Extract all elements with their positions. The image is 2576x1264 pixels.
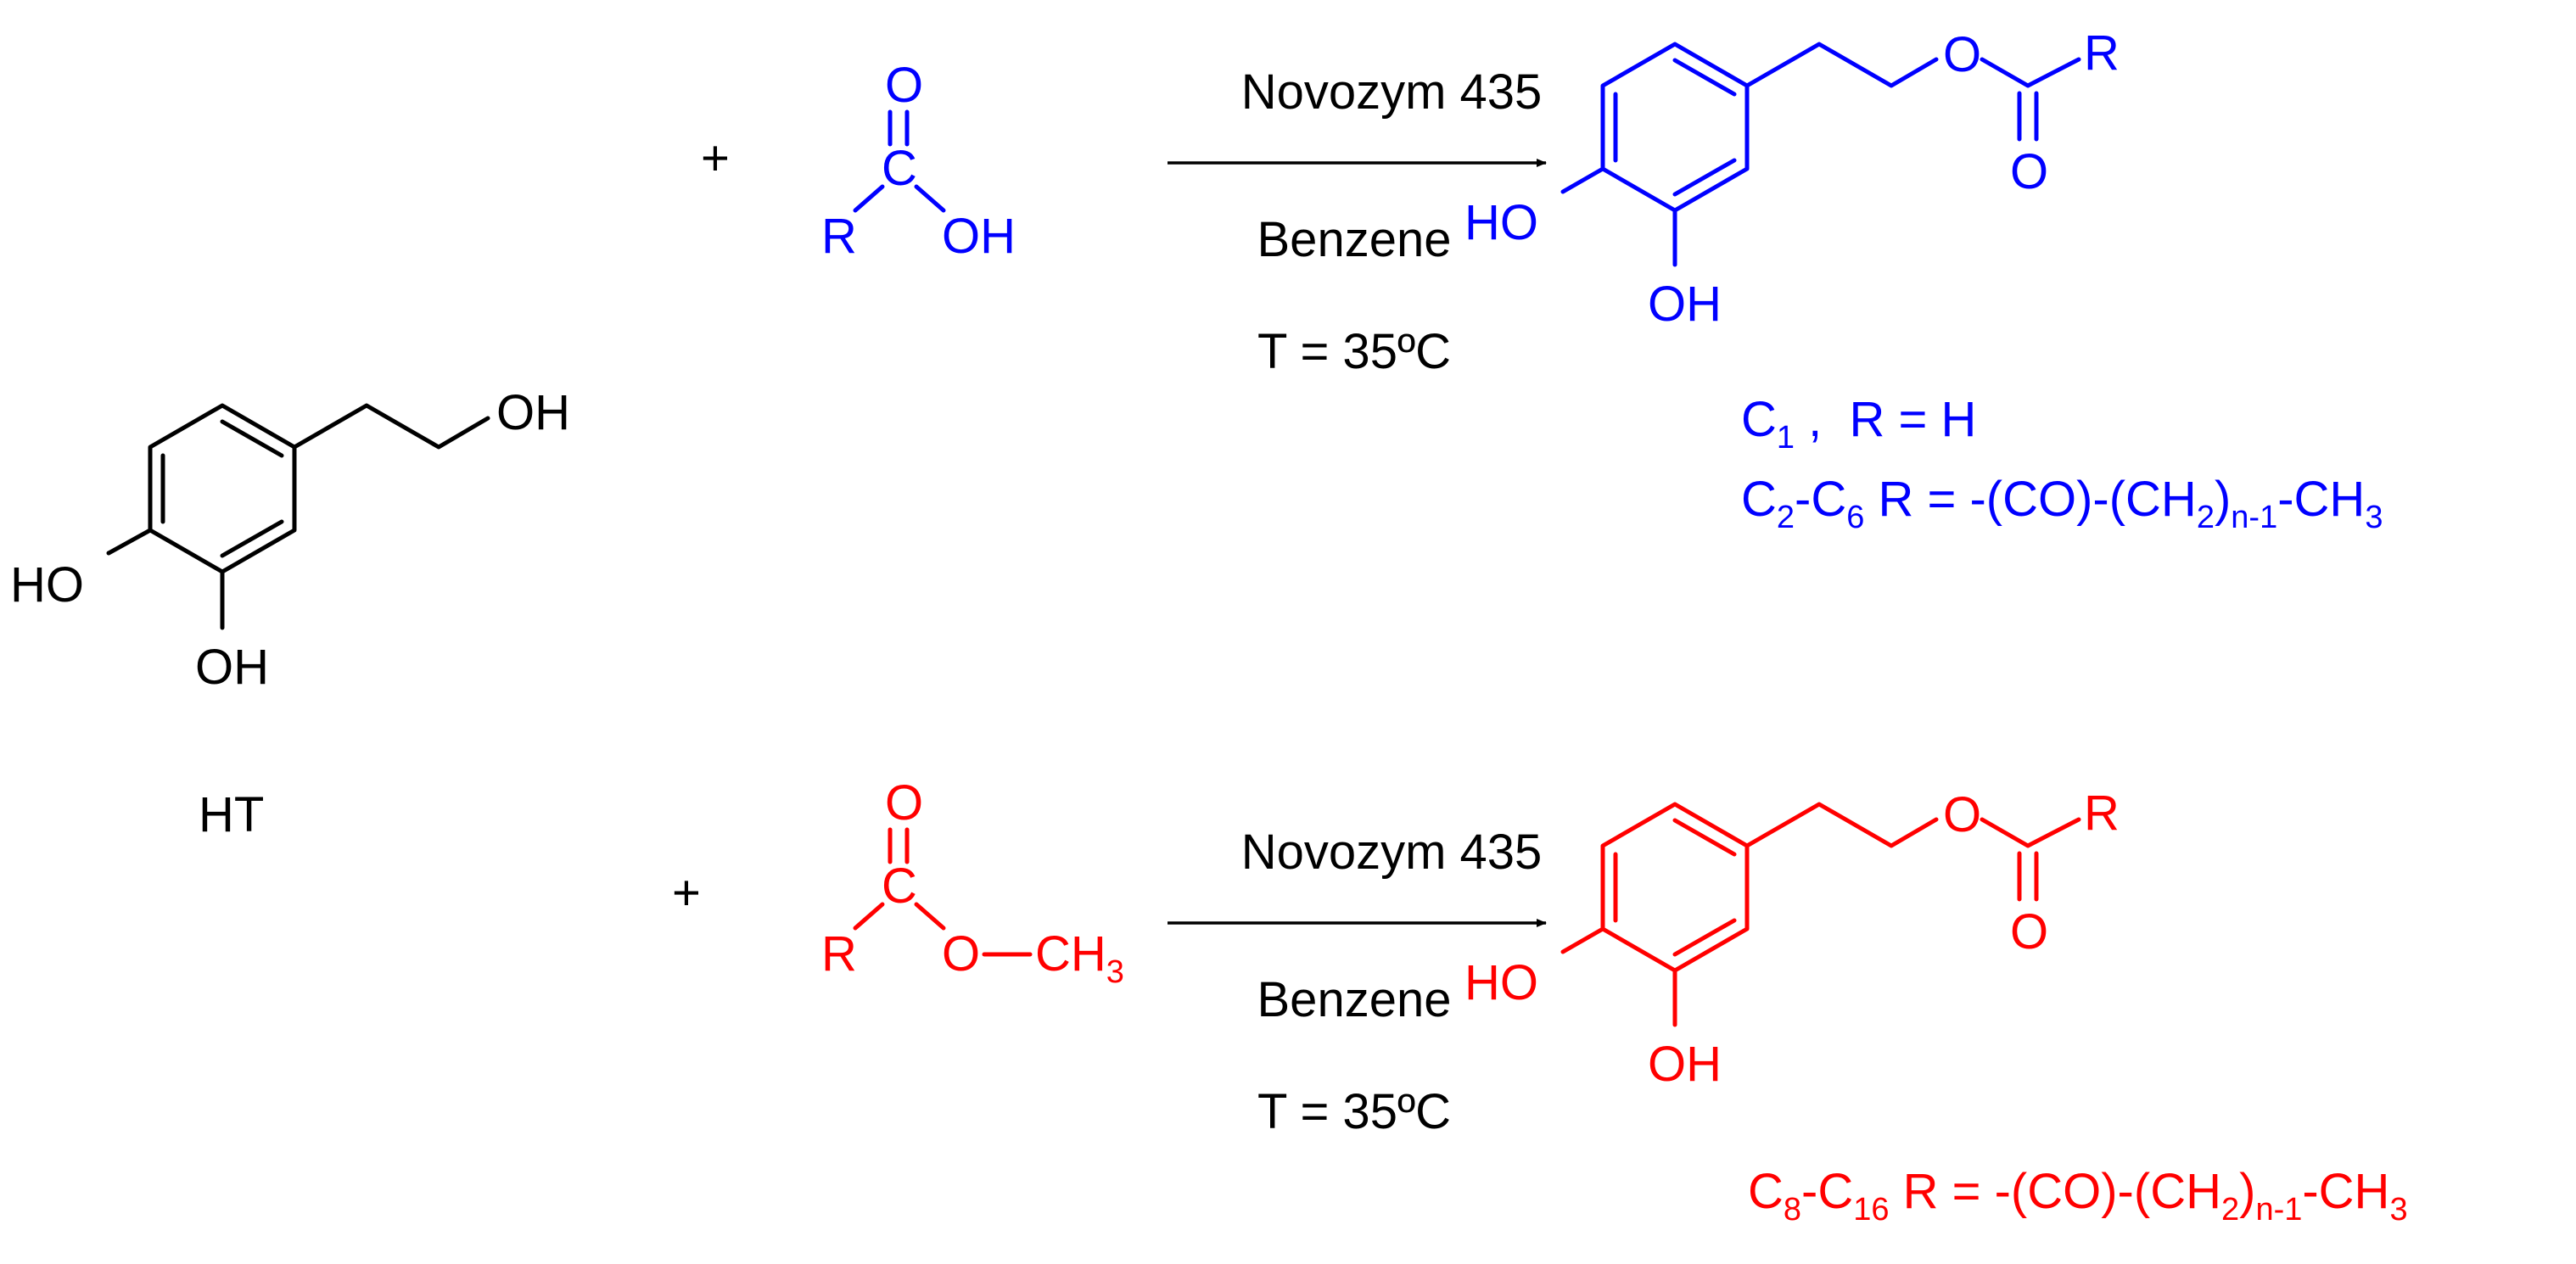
p2-benzene-ring: [1600, 802, 1750, 973]
acid-c-r-bond: [853, 184, 885, 213]
legend-c8-close: ): [2239, 1164, 2255, 1219]
p1-ring-double-bond: [1672, 158, 1737, 197]
ester-o-label: O: [885, 775, 923, 831]
plus-sign-2: +: [672, 865, 701, 920]
p2-ho-bond: [1560, 926, 1605, 954]
reaction-arrow-1: Novozym 435 Benzene T = 35ºC: [1168, 64, 1547, 379]
legend-c2-sub1: 2: [1777, 500, 1795, 535]
product-2-legend: C8-C16 R = -(CO)-(CH2)n-1-CH3: [1748, 1164, 2408, 1228]
ht-ho-label: HO: [10, 557, 84, 612]
legend-c1: C1 , R = H: [1741, 392, 1976, 456]
legend-c2-c: C: [1741, 472, 1777, 527]
ht-oh2-label: OH: [195, 640, 269, 695]
acid-c-label: C: [882, 141, 917, 196]
legend-c2-sub3: 2: [2197, 500, 2215, 535]
legend-c2-close: ): [2215, 472, 2231, 527]
p2-ring-double-bond: [1672, 818, 1737, 857]
catalyst-label-1: Novozym 435: [1241, 64, 1543, 120]
legend-c1-sub: 1: [1777, 420, 1795, 456]
ht-ho-bond: [106, 528, 153, 556]
legend-c2-dash: -C: [1795, 472, 1846, 527]
legend-c8-sub3: 2: [2221, 1192, 2239, 1228]
legend-c8-sub4: n-1: [2255, 1192, 2302, 1228]
p1-ethyl-ester-chain: [1744, 42, 1939, 88]
ester-c-o-bond: [914, 902, 946, 931]
p1-ho-bond: [1560, 166, 1605, 194]
p2-ester-chain: [1980, 817, 2081, 848]
p1-carbonyl-o-label: O: [2010, 144, 2048, 199]
legend-c2-sub4: n-1: [2231, 500, 2277, 535]
ht-benzene-ring: [148, 403, 297, 574]
catalyst-label-2: Novozym 435: [1241, 825, 1543, 880]
legend-c8-sub2: 16: [1853, 1192, 1889, 1228]
ht-ring-double-bond: [220, 419, 284, 458]
p2-carbonyl-o-label: O: [2010, 904, 2048, 959]
product-2-structure: O R O HO OH: [1464, 786, 2120, 1092]
ester-ch3-ch: CH: [1035, 926, 1106, 982]
carboxylic-acid-structure: O C R OH: [821, 58, 1016, 264]
legend-c2-c6: C2-C6 R = -(CO)-(CH2)n-1-CH3: [1741, 472, 2383, 535]
p2-ethyl-ester-chain: [1744, 802, 1939, 848]
ht-ethyl-chain: [292, 403, 490, 450]
solvent-label-1: Benzene: [1257, 212, 1452, 267]
ester-c-r-bond: [853, 902, 885, 931]
reaction-arrow-2: Novozym 435 Benzene T = 35ºC: [1168, 825, 1547, 1139]
legend-c8-dash: -C: [1801, 1164, 1853, 1219]
ester-c-label: C: [882, 859, 917, 914]
p1-ester-o-label: O: [1943, 27, 1981, 82]
product-1-structure: O R O HO OH: [1464, 25, 2120, 332]
ester-o2-label: O: [942, 926, 980, 982]
legend-c1-c: C: [1741, 392, 1777, 447]
p2-ester-o-label: O: [1943, 787, 1981, 842]
p1-r-label: R: [2084, 25, 2120, 81]
legend-c8-c: C: [1748, 1164, 1784, 1219]
legend-c2-mid: R = -(CO)-(CH: [1864, 472, 2196, 527]
legend-c1-rest: , R = H: [1795, 392, 1976, 447]
ht-name-label: HT: [199, 787, 264, 842]
p1-ring-double-bond: [1672, 58, 1737, 97]
legend-c8-c16: C8-C16 R = -(CO)-(CH2)n-1-CH3: [1748, 1164, 2408, 1228]
solvent-label-2: Benzene: [1257, 972, 1452, 1027]
ht-oh-label: OH: [496, 385, 570, 440]
acid-o-label: O: [885, 58, 923, 113]
ester-ch3-label: CH3: [1035, 926, 1124, 990]
ht-ring-double-bond: [220, 519, 284, 558]
product-1-legend: C1 , R = H C2-C6 R = -(CO)-(CH2)n-1-CH3: [1741, 392, 2383, 535]
p2-r-label: R: [2084, 786, 2120, 841]
methyl-ester-structure: O C R O CH3: [821, 775, 1124, 990]
legend-c8-mid: R = -(CO)-(CH: [1890, 1164, 2221, 1219]
acid-c-oh-bond: [914, 184, 946, 213]
ester-ch3-sub: 3: [1106, 954, 1124, 990]
temperature-label-2: T = 35ºC: [1257, 1084, 1451, 1139]
temperature-label-1: T = 35ºC: [1257, 324, 1451, 379]
p2-oh-label: OH: [1648, 1037, 1722, 1092]
p1-oh-label: OH: [1648, 277, 1722, 332]
p1-ester-chain: [1980, 57, 2081, 88]
acid-r-label: R: [821, 209, 857, 264]
p2-ho-label: HO: [1464, 955, 1538, 1010]
legend-c2-sub5: 3: [2365, 500, 2383, 535]
legend-c8-sub5: 3: [2389, 1192, 2407, 1228]
legend-c2-sub2: 6: [1846, 500, 1864, 535]
p2-ring-double-bond: [1672, 918, 1737, 957]
p1-benzene-ring: [1600, 42, 1750, 213]
legend-c8-sub1: 8: [1784, 1192, 1801, 1228]
hydroxytyrosol-structure: OH HO OH HT: [10, 385, 570, 842]
legend-c2-tail: -CH: [2277, 472, 2365, 527]
acid-oh-label: OH: [942, 209, 1016, 264]
plus-sign-1: +: [701, 131, 730, 186]
p1-ho-label: HO: [1464, 195, 1538, 250]
ester-r-label: R: [821, 926, 857, 982]
legend-c8-tail: -CH: [2302, 1164, 2389, 1219]
